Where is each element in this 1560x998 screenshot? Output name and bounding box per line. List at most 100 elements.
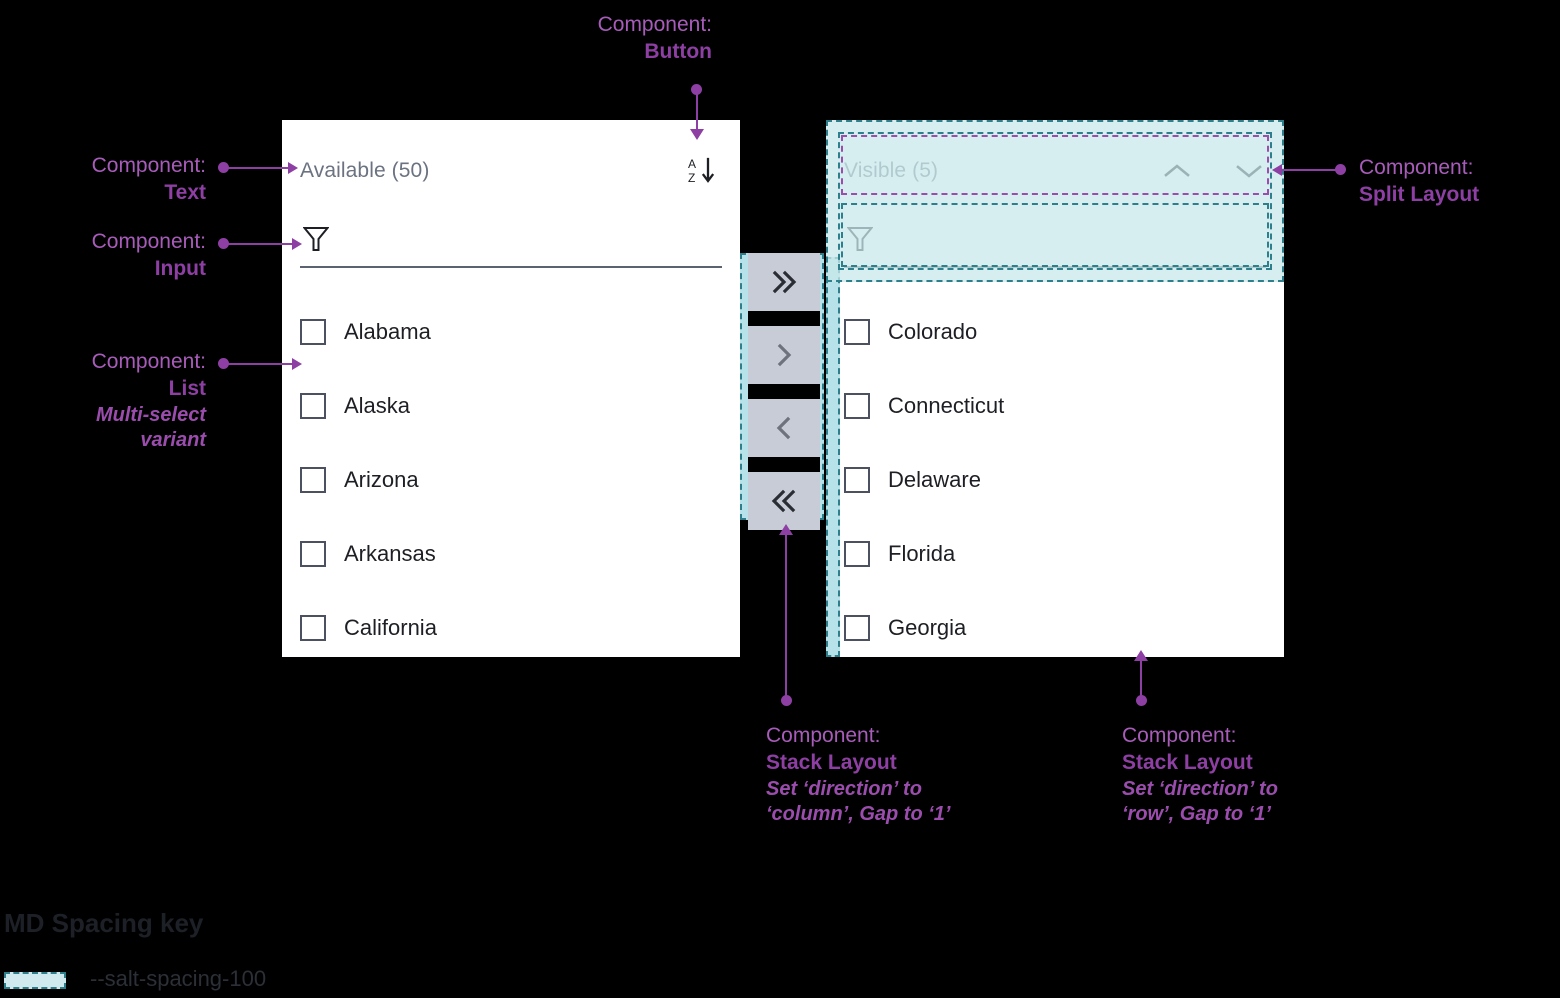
annotation-name: Split Layout xyxy=(1359,182,1480,206)
annotation-text: Component: Text xyxy=(0,153,206,207)
list-item-label: Colorado xyxy=(888,319,978,344)
checkbox-icon[interactable] xyxy=(844,615,870,641)
spacing-fill-visible-header xyxy=(826,120,1284,282)
sort-alpha-descending-icon[interactable]: A Z xyxy=(682,151,722,191)
annotation-label: Component: xyxy=(91,230,206,253)
list-item-label: Florida xyxy=(888,541,956,566)
checkbox-icon[interactable] xyxy=(300,541,326,567)
annotation-label: Component: xyxy=(91,154,206,177)
annotation-line xyxy=(228,166,290,169)
spacing-outline-split-layout-outer xyxy=(826,120,1284,282)
transfer-stack-gap xyxy=(748,311,820,326)
annotation-dot xyxy=(218,162,229,173)
annotation-name: Stack Layout xyxy=(1122,750,1253,774)
list-item[interactable]: Connecticut xyxy=(844,369,1266,443)
annotation-arrowhead xyxy=(779,524,793,535)
spacing-outline-filter-row xyxy=(841,203,1269,267)
list-item-label: California xyxy=(344,615,437,640)
annotation-arrowhead xyxy=(292,237,302,250)
annotation-name: Input xyxy=(154,256,206,280)
checkbox-icon[interactable] xyxy=(844,467,870,493)
annotation-line xyxy=(228,242,294,245)
checkbox-icon[interactable] xyxy=(844,393,870,419)
double-chevron-left-icon xyxy=(771,489,796,513)
checkbox-icon[interactable] xyxy=(300,615,326,641)
list-item[interactable]: Alaska xyxy=(300,369,722,443)
annotation-sub-line2: variant xyxy=(140,429,206,452)
list-item[interactable]: Delaware xyxy=(844,443,1266,517)
annotation-arrowhead xyxy=(292,357,302,370)
annotation-line xyxy=(695,89,698,131)
annotation-dot xyxy=(218,358,229,369)
list-item[interactable]: Arizona xyxy=(300,443,722,517)
annotation-sub-line1: Set ‘direction’ to xyxy=(1122,777,1278,800)
annotation-line xyxy=(1140,660,1142,698)
annotation-arrowhead xyxy=(1134,650,1148,661)
list-item[interactable]: California xyxy=(300,591,722,665)
annotation-line xyxy=(785,534,787,699)
annotation-dot xyxy=(1335,164,1346,175)
list-item[interactable]: Arkansas xyxy=(300,517,722,591)
annotation-label: Component: xyxy=(766,724,881,747)
available-panel-title: Available (50) xyxy=(300,159,430,182)
annotation-name: List xyxy=(168,376,206,400)
annotation-dot xyxy=(218,238,229,249)
move-all-right-button[interactable] xyxy=(748,253,820,311)
list-item[interactable]: Florida xyxy=(844,517,1266,591)
list-item-label: Delaware xyxy=(888,467,981,492)
funnel-filter-icon[interactable] xyxy=(300,222,332,256)
list-item[interactable]: Georgia xyxy=(844,591,1266,665)
annotation-sub-line2: ‘row’, Gap to ‘1’ xyxy=(1122,803,1271,826)
spacing-key-swatch xyxy=(4,972,66,989)
checkbox-icon[interactable] xyxy=(300,319,326,345)
annotation-split-layout: Component: Split Layout xyxy=(1359,155,1560,209)
chevron-right-icon xyxy=(777,343,792,367)
list-item[interactable]: Colorado xyxy=(844,295,1266,369)
list-item-label: Alabama xyxy=(344,319,431,344)
annotation-arrowhead xyxy=(288,161,298,174)
spacing-outline-visible-column xyxy=(826,257,840,657)
list-item[interactable]: Alabama xyxy=(300,295,722,369)
spacing-key-token: --salt-spacing-100 xyxy=(90,966,267,991)
available-panel: Available (50) A Z Alabama Alaska A xyxy=(282,120,740,657)
checkbox-icon[interactable] xyxy=(300,393,326,419)
available-filter-input[interactable] xyxy=(300,218,722,280)
transfer-stack-gap xyxy=(748,457,820,472)
checkbox-icon[interactable] xyxy=(844,541,870,567)
move-right-button[interactable] xyxy=(748,326,820,384)
annotation-label: Component: xyxy=(1359,156,1474,179)
sort-icon-letter-a: A xyxy=(688,157,696,171)
annotation-input: Component: Input xyxy=(0,229,206,283)
annotation-dot xyxy=(1135,695,1147,706)
annotation-stack-layout-column: Component: Stack Layout Set ‘direction’ … xyxy=(766,723,1066,828)
annotation-sub-line2: ‘column’, Gap to ‘1’ xyxy=(766,803,951,826)
annotation-name: Text xyxy=(164,180,206,204)
annotation-arrowhead xyxy=(1272,163,1282,176)
sort-icon-letter-z: Z xyxy=(688,171,695,185)
list-item-label: Arizona xyxy=(344,467,419,492)
checkbox-icon[interactable] xyxy=(844,319,870,345)
annotation-name: Stack Layout xyxy=(766,750,897,774)
spacing-outline-header-row xyxy=(841,135,1269,195)
chevron-left-icon xyxy=(776,416,791,440)
annotation-line xyxy=(228,362,294,365)
available-list: Alabama Alaska Arizona Arkansas Californ… xyxy=(300,295,722,665)
available-panel-header: Available (50) A Z xyxy=(300,150,722,192)
spacing-outline-split-layout-inner xyxy=(838,132,1272,270)
list-item-label: Connecticut xyxy=(888,393,1005,418)
double-chevron-right-icon xyxy=(772,270,797,294)
move-left-button[interactable] xyxy=(748,399,820,457)
transfer-button-stack xyxy=(748,253,820,530)
annotation-dot xyxy=(780,695,792,706)
annotation-arrowhead xyxy=(689,129,704,140)
list-item-label: Arkansas xyxy=(344,541,436,566)
transfer-stack-gap xyxy=(748,384,820,399)
annotation-stack-layout-row: Component: Stack Layout Set ‘direction’ … xyxy=(1122,723,1422,828)
visible-list: Colorado Connecticut Delaware Florida Ge… xyxy=(844,295,1266,665)
annotation-sub-line1: Set ‘direction’ to xyxy=(766,777,922,800)
annotation-line xyxy=(1282,168,1337,171)
annotation-button: Component: Button xyxy=(440,12,712,66)
move-all-left-button[interactable] xyxy=(748,472,820,530)
annotation-name: Button xyxy=(644,39,712,63)
checkbox-icon[interactable] xyxy=(300,467,326,493)
